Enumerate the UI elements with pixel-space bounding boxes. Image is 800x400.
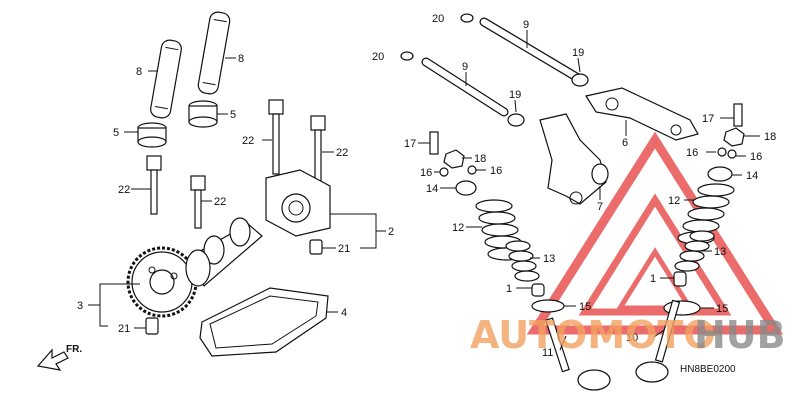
callout-20-a: 20 — [432, 13, 444, 25]
callout-21-a: 21 — [338, 243, 350, 255]
adjuster-screw-17-a[interactable] — [429, 131, 439, 155]
callout-22-d: 22 — [336, 147, 348, 159]
bolt-22-b[interactable] — [190, 175, 206, 229]
callout-19-a: 19 — [572, 47, 584, 59]
callout-21-b: 21 — [118, 323, 130, 335]
pushrod-tube-right[interactable] — [197, 11, 231, 95]
cotter-16-d[interactable] — [727, 149, 737, 159]
callout-13-b: 13 — [714, 246, 726, 258]
callout-1-b: 1 — [650, 273, 656, 285]
adjuster-screw-17-b[interactable] — [733, 103, 743, 127]
cotter-16-b[interactable] — [467, 165, 477, 175]
callout-18-a: 18 — [474, 153, 486, 165]
cam-holder[interactable] — [265, 169, 331, 237]
pushrod-tube-left[interactable] — [149, 39, 182, 119]
seal-ring-left[interactable] — [137, 122, 167, 148]
bolt-22-d[interactable] — [310, 115, 326, 187]
diagram-code: HN8BE0200 — [680, 364, 736, 375]
camshaft[interactable] — [185, 217, 263, 287]
cotter-16-a[interactable] — [439, 167, 449, 177]
o-ring-19-b[interactable] — [507, 113, 525, 127]
callout-12-a: 12 — [452, 222, 464, 234]
callout-15-b: 15 — [716, 303, 728, 315]
callout-22-c: 22 — [242, 135, 254, 147]
callout-8-a: 8 — [136, 66, 142, 78]
callout-16-d: 16 — [750, 151, 762, 163]
pushrod-upper[interactable] — [479, 17, 583, 83]
callout-2: 2 — [388, 226, 394, 238]
bolt-22-a[interactable] — [146, 155, 162, 215]
callout-16-c: 16 — [686, 147, 698, 159]
callout-17-a: 17 — [404, 138, 416, 150]
rocker-arm-7[interactable] — [539, 113, 609, 205]
callout-3: 3 — [77, 300, 83, 312]
callout-19-b: 19 — [509, 89, 521, 101]
head-gasket[interactable] — [199, 287, 329, 357]
spring-seat-15-a[interactable] — [531, 299, 565, 313]
callout-1-a: 1 — [506, 283, 512, 295]
o-ring-20-a[interactable] — [460, 13, 474, 23]
watermark-text-secondary: HUB — [694, 313, 786, 357]
pushrod-lower[interactable] — [421, 57, 509, 117]
callout-14-b: 14 — [746, 170, 758, 182]
seal-ring-right[interactable] — [188, 100, 218, 128]
callout-15-a: 15 — [579, 301, 591, 313]
callout-22-a: 22 — [118, 184, 130, 196]
lock-nut-18-b[interactable] — [723, 127, 745, 147]
valve-seal-1-a[interactable] — [531, 283, 545, 297]
callout-5-b: 5 — [230, 109, 236, 121]
cotter-16-c[interactable] — [717, 147, 727, 157]
valve-spring-inner-13-a[interactable] — [505, 240, 540, 282]
cam-sprocket[interactable] — [126, 246, 198, 318]
valve-seal-1-b[interactable] — [673, 271, 687, 287]
callout-9-b: 9 — [462, 61, 468, 73]
lock-nut-18-a[interactable] — [443, 149, 465, 169]
retainer-14-b[interactable] — [707, 166, 733, 182]
callout-16-a: 16 — [420, 167, 432, 179]
callout-6: 6 — [622, 137, 628, 149]
callout-12-b: 12 — [668, 195, 680, 207]
dowel-pin-21-a[interactable] — [145, 317, 159, 335]
callout-10: 10 — [626, 332, 638, 344]
intake-valve-11[interactable] — [545, 317, 611, 391]
callout-4: 4 — [341, 307, 347, 319]
callout-14-a: 14 — [426, 183, 438, 195]
callout-9-a: 9 — [523, 19, 529, 31]
callout-11: 11 — [542, 347, 553, 359]
callout-8-b: 8 — [238, 53, 244, 65]
bolt-22-c[interactable] — [268, 99, 284, 175]
callout-18-b: 18 — [764, 131, 776, 143]
callout-16-b: 16 — [490, 165, 502, 177]
callout-5-a: 5 — [113, 127, 119, 139]
front-direction-arrow: FR. — [36, 344, 82, 371]
rocker-arm-6[interactable] — [585, 87, 699, 141]
dowel-pin-21-b[interactable] — [309, 239, 323, 255]
watermark-text-primary: AUTOMOTO — [470, 313, 716, 357]
exhaust-valve-10[interactable] — [635, 299, 681, 383]
callout-13-a: 13 — [543, 253, 555, 265]
o-ring-20-b[interactable] — [400, 51, 414, 61]
callout-20-b: 20 — [372, 51, 384, 63]
callout-17-b: 17 — [702, 113, 714, 125]
valve-spring-inner-13-b[interactable] — [674, 230, 715, 272]
callout-7: 7 — [597, 201, 603, 213]
o-ring-19-a[interactable] — [571, 73, 589, 87]
front-direction-label: FR. — [66, 344, 82, 355]
callout-22-b: 22 — [214, 196, 226, 208]
retainer-14-a[interactable] — [455, 180, 477, 196]
